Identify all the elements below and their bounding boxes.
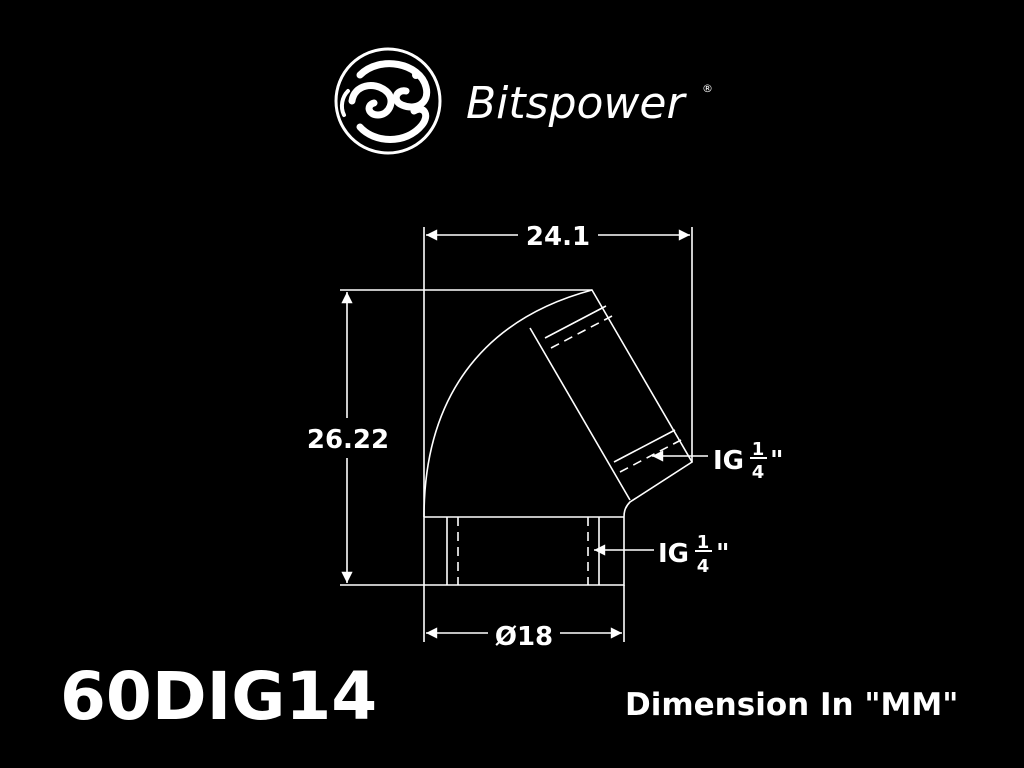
top-port-thread-line: [550, 315, 613, 349]
top-thread-prefix: IG: [713, 446, 744, 476]
bottom-thread-numerator: 1: [697, 532, 710, 553]
bitspower-logo-icon: [334, 47, 442, 155]
top-thread-numerator: 1: [752, 439, 765, 460]
bottom-thread-prefix: IG: [658, 539, 689, 569]
width-label: 24.1: [526, 222, 590, 252]
fitting-outline: [423, 289, 694, 586]
top-thread-denominator: 4: [752, 462, 765, 483]
top-thread-label: IG 1 4 ": [713, 439, 784, 483]
top-port-thread-line: [619, 439, 682, 473]
registered-mark: ®: [702, 82, 713, 95]
product-code: 60DIG14: [60, 658, 378, 735]
diameter-label: Ø18: [495, 622, 553, 652]
top-port-thread-line: [613, 429, 676, 463]
bottom-thread-label: IG 1 4 ": [658, 532, 730, 577]
top-thread-suffix: ": [770, 446, 784, 476]
unit-note: Dimension In "MM": [625, 687, 959, 723]
bottom-thread-suffix: ": [716, 539, 730, 569]
brand-name: Bitspower: [466, 78, 685, 129]
top-port-edge: [529, 327, 631, 501]
bottom-thread-denominator: 4: [697, 556, 710, 577]
top-port-thread-line: [544, 305, 607, 339]
height-label: 26.22: [307, 425, 389, 455]
